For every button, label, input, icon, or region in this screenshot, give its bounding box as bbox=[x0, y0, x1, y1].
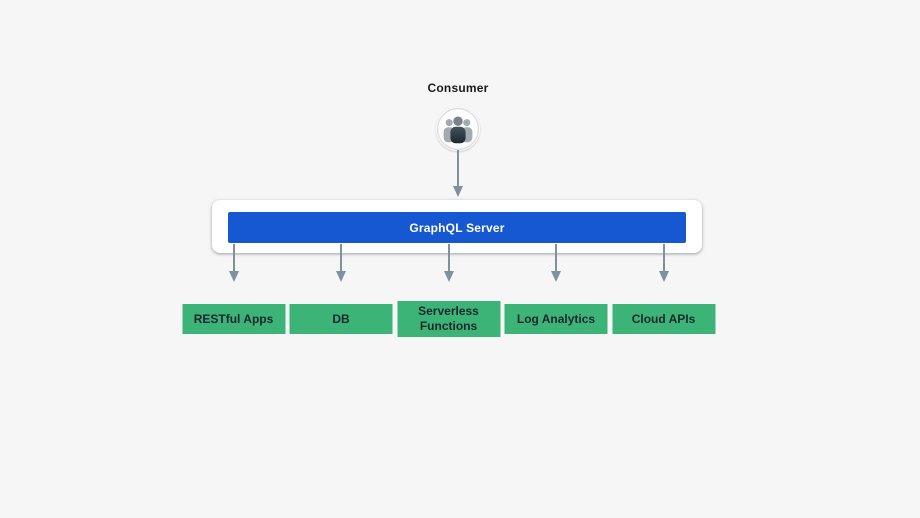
consumer-label: Consumer bbox=[427, 81, 489, 95]
arrow-head-icon bbox=[228, 271, 239, 282]
consumer-to-server-arrow bbox=[452, 150, 464, 197]
target-node-db: DB bbox=[289, 304, 393, 334]
target-node-serverless-functions: Serverless Functions bbox=[397, 301, 500, 337]
server-to-target-arrow bbox=[228, 244, 240, 282]
target-label: Cloud APIs bbox=[631, 311, 696, 326]
arrow-head-icon bbox=[336, 271, 346, 282]
arrow-head-icon bbox=[443, 271, 454, 282]
target-node-restful-apps: RESTful Apps bbox=[182, 304, 285, 334]
users-group-icon bbox=[436, 107, 480, 151]
arrow-line bbox=[555, 244, 557, 273]
graphql-server-node: GraphQL Server bbox=[228, 212, 686, 243]
server-to-target-arrow bbox=[335, 244, 347, 282]
target-label: DB bbox=[332, 311, 350, 326]
server-to-target-arrow bbox=[443, 244, 455, 282]
arrow-line bbox=[340, 244, 342, 273]
arrow-head-icon bbox=[658, 271, 669, 282]
server-to-target-arrow bbox=[550, 244, 562, 282]
target-label: RESTful Apps bbox=[193, 311, 274, 326]
arrow-line bbox=[232, 244, 235, 273]
graphql-server-label: GraphQL Server bbox=[409, 220, 505, 235]
target-label: Log Analytics bbox=[516, 311, 596, 326]
target-node-cloud-apis: Cloud APIs bbox=[612, 304, 715, 334]
arrow-line bbox=[662, 244, 665, 273]
server-card: GraphQL Server bbox=[212, 200, 702, 253]
server-to-target-arrow bbox=[658, 244, 670, 282]
arrow-head-icon bbox=[551, 271, 561, 282]
arrow-head-icon bbox=[453, 186, 463, 197]
arrow-line bbox=[447, 244, 450, 273]
arrow-line bbox=[457, 150, 459, 188]
target-label: Serverless Functions bbox=[418, 304, 479, 333]
target-node-log-analytics: Log Analytics bbox=[504, 304, 608, 334]
